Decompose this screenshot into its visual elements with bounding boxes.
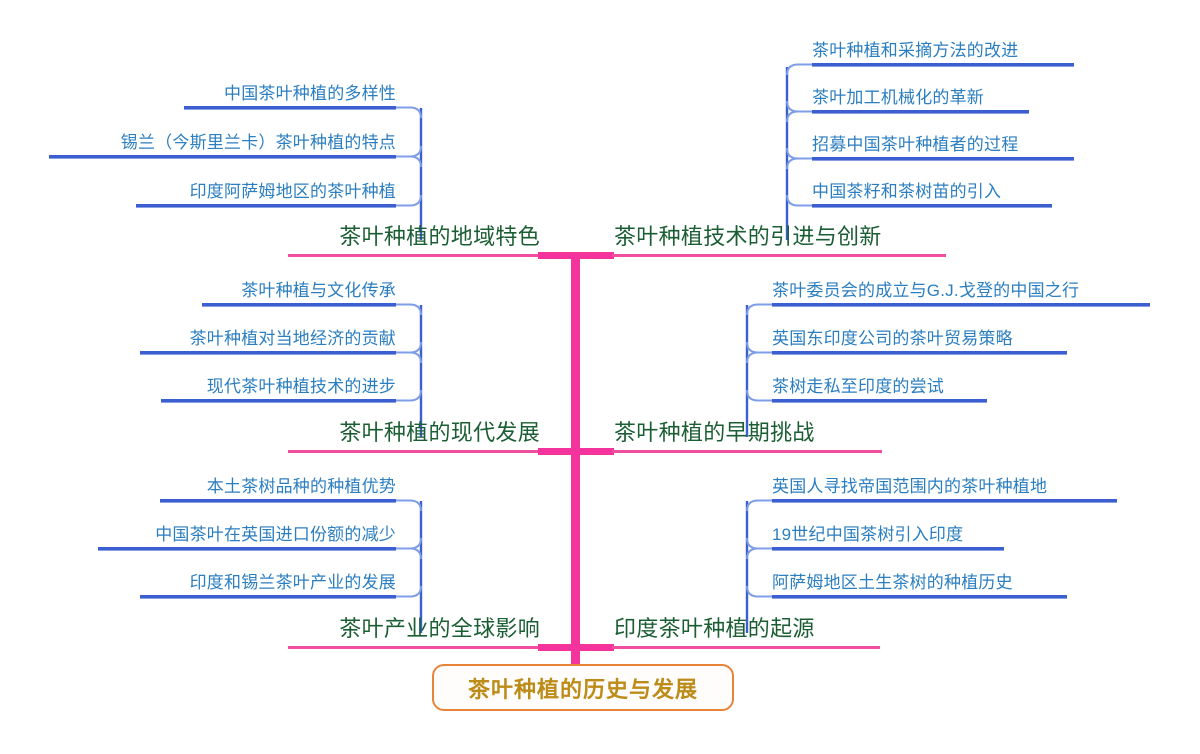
central-spine <box>571 252 580 667</box>
leaf-node[interactable]: 中国茶叶在英国进口份额的减少 <box>155 525 396 544</box>
branch-underline-2-thin <box>612 254 946 257</box>
branch-underline-4-thick <box>576 448 614 455</box>
leaf-node[interactable]: 阿萨姆地区土生茶树的种植历史 <box>772 573 1013 592</box>
leaf-node[interactable]: 中国茶籽和茶树苗的引入 <box>812 182 1002 201</box>
branch-underline-2-thick <box>576 252 614 259</box>
leaf-connectors-branch-3 <box>140 303 423 437</box>
branch-node-india-origin[interactable]: 印度茶叶种植的起源 <box>614 616 815 641</box>
leaf-node[interactable]: 茶叶种植和采摘方法的改进 <box>812 41 1019 60</box>
branch-node-modern-development[interactable]: 茶叶种植的现代发展 <box>339 420 540 445</box>
leaf-node[interactable]: 印度阿萨姆地区的茶叶种植 <box>189 182 396 201</box>
leaf-connectors-branch-4 <box>745 303 1150 437</box>
root-node-label: 茶叶种植的历史与发展 <box>467 676 698 702</box>
leaf-connectors-branch-6 <box>745 499 1117 633</box>
leaf-node[interactable]: 茶树走私至印度的尝试 <box>772 377 944 396</box>
leaf-node[interactable]: 英国人寻找帝国范围内的茶叶种植地 <box>772 477 1048 496</box>
branch-node-global-impact[interactable]: 茶叶产业的全球影响 <box>339 616 540 641</box>
branch-node-technology-introduction[interactable]: 茶叶种植技术的引进与创新 <box>614 224 882 249</box>
leaf-node[interactable]: 印度和锡兰茶叶产业的发展 <box>189 573 396 592</box>
leaf-node[interactable]: 锡兰（今斯里兰卡）茶叶种植的特点 <box>120 133 396 152</box>
branch-underline-5-thick <box>538 644 576 651</box>
leaf-node[interactable]: 本土茶树品种的种植优势 <box>206 477 396 496</box>
branch-underline-3-thin <box>288 450 540 453</box>
branch-node-early-challenges[interactable]: 茶叶种植的早期挑战 <box>614 420 815 445</box>
leaf-node[interactable]: 茶叶委员会的成立与G.J.戈登的中国之行 <box>772 281 1080 300</box>
root-node[interactable]: 茶叶种植的历史与发展 <box>432 664 734 711</box>
leaf-node[interactable]: 茶叶种植与文化传承 <box>241 281 396 300</box>
leaf-node[interactable]: 茶叶种植对当地经济的贡献 <box>189 329 396 348</box>
leaf-node[interactable]: 英国东印度公司的茶叶贸易策略 <box>772 329 1013 348</box>
branch-underline-5-thin <box>288 646 540 649</box>
branch-node-regional-features[interactable]: 茶叶种植的地域特色 <box>339 224 540 249</box>
branch-underline-6-thick <box>576 644 614 651</box>
branch-underline-1-thick <box>538 252 576 259</box>
branch-underline-6-thin <box>612 646 880 649</box>
leaf-connectors-branch-5 <box>98 499 423 633</box>
branch-underline-1-thin <box>288 254 540 257</box>
branch-underline-4-thin <box>612 450 882 453</box>
branch-underline-3-thick <box>538 448 576 455</box>
leaf-node[interactable]: 现代茶叶种植技术的进步 <box>206 377 396 396</box>
leaf-node[interactable]: 茶叶加工机械化的革新 <box>812 88 984 107</box>
leaf-node[interactable]: 19世纪中国茶树引入印度 <box>772 525 964 544</box>
leaf-connectors-branch-1 <box>49 106 423 240</box>
leaf-node[interactable]: 招募中国茶叶种植者的过程 <box>812 135 1019 154</box>
leaf-node[interactable]: 中国茶叶种植的多样性 <box>224 84 396 103</box>
